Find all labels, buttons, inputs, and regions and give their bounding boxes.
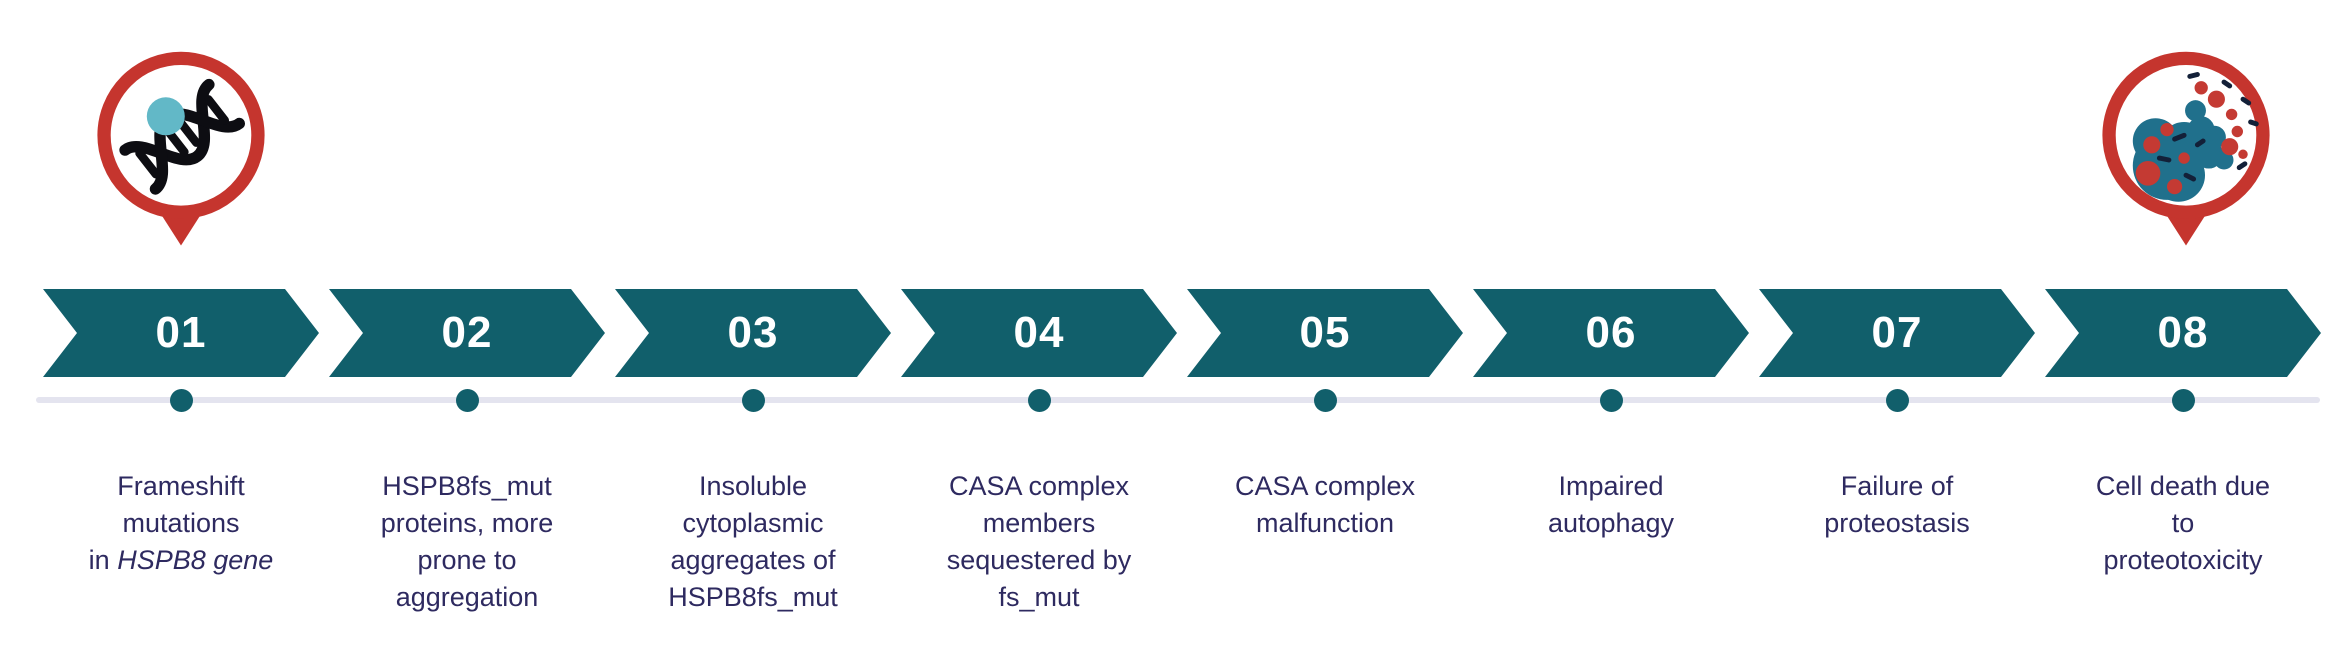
timeline-dot (1599, 389, 1623, 412)
step-chevron-03: 03 (615, 289, 891, 377)
timeline-dot (741, 389, 765, 412)
step-label-07: Failure of proteostasis (1754, 468, 2040, 616)
cell-debris-red (2135, 81, 2248, 195)
step-chevron-02: 02 (329, 289, 605, 377)
step-label-08: Cell death due to proteotoxicity (2040, 468, 2326, 616)
step-label-text: CASA complex malfunction (1234, 471, 1416, 538)
step-chevron-05: 05 (1187, 289, 1463, 377)
mutation-dot (146, 97, 185, 136)
step-number: 07 (1871, 308, 1923, 357)
pin-ring (97, 51, 265, 219)
gene-name-italic: HSPB8 gene (117, 545, 274, 575)
timeline-dot (169, 389, 193, 412)
timeline-dot (1885, 389, 1909, 412)
step-label-01: Frameshift mutations in HSPB8 gene (38, 468, 324, 616)
timeline-dot (455, 389, 479, 412)
step-number: 05 (1299, 308, 1351, 357)
labels-row: Frameshift mutations in HSPB8 gene HSPB8… (38, 468, 2326, 616)
step-label-text: HSPB8fs_mut proteins, more prone to aggr… (380, 471, 554, 612)
step-chevron-01: 01 (43, 289, 319, 377)
step-label-text: Frameshift mutations in (88, 471, 245, 575)
step-label-text: Impaired autophagy (1547, 471, 1675, 538)
step-number: 04 (1013, 308, 1065, 357)
step-chevron-06: 06 (1473, 289, 1749, 377)
step-number: 03 (727, 308, 779, 357)
chevron-row: 01 02 03 04 05 06 07 08 (38, 289, 2326, 377)
step-label-04: CASA complex members sequestered by fs_m… (896, 468, 1182, 616)
step-number: 08 (2157, 308, 2209, 357)
step-label-03: Insoluble cytoplasmic aggregates of HSPB… (610, 468, 896, 616)
timeline-dot (2171, 389, 2195, 412)
step-label-06: Impaired autophagy (1468, 468, 1754, 616)
step-label-05: CASA complex malfunction (1182, 468, 1468, 616)
step-number: 02 (441, 308, 493, 357)
step-label-text: CASA complex members sequestered by fs_m… (946, 471, 1132, 612)
timeline-dot (1313, 389, 1337, 412)
timeline-dot (1027, 389, 1051, 412)
timeline-track (36, 397, 2320, 403)
cell-death-pin-icon (2102, 51, 2270, 246)
step-chevron-08: 08 (2045, 289, 2321, 377)
step-label-text: Failure of proteostasis (1824, 471, 1970, 538)
step-chevron-07: 07 (1759, 289, 2035, 377)
step-chevron-04: 04 (901, 289, 1177, 377)
dots-row (38, 389, 2326, 412)
step-label-02: HSPB8fs_mut proteins, more prone to aggr… (324, 468, 610, 616)
cell-debris-dashes (2156, 72, 2259, 182)
step-label-text: Cell death due to proteotoxicity (2095, 471, 2271, 575)
step-number: 06 (1585, 308, 1637, 357)
dna-mutation-pin-icon (97, 51, 265, 246)
step-label-text: Insoluble cytoplasmic aggregates of HSPB… (668, 471, 838, 612)
step-number: 01 (155, 308, 207, 357)
